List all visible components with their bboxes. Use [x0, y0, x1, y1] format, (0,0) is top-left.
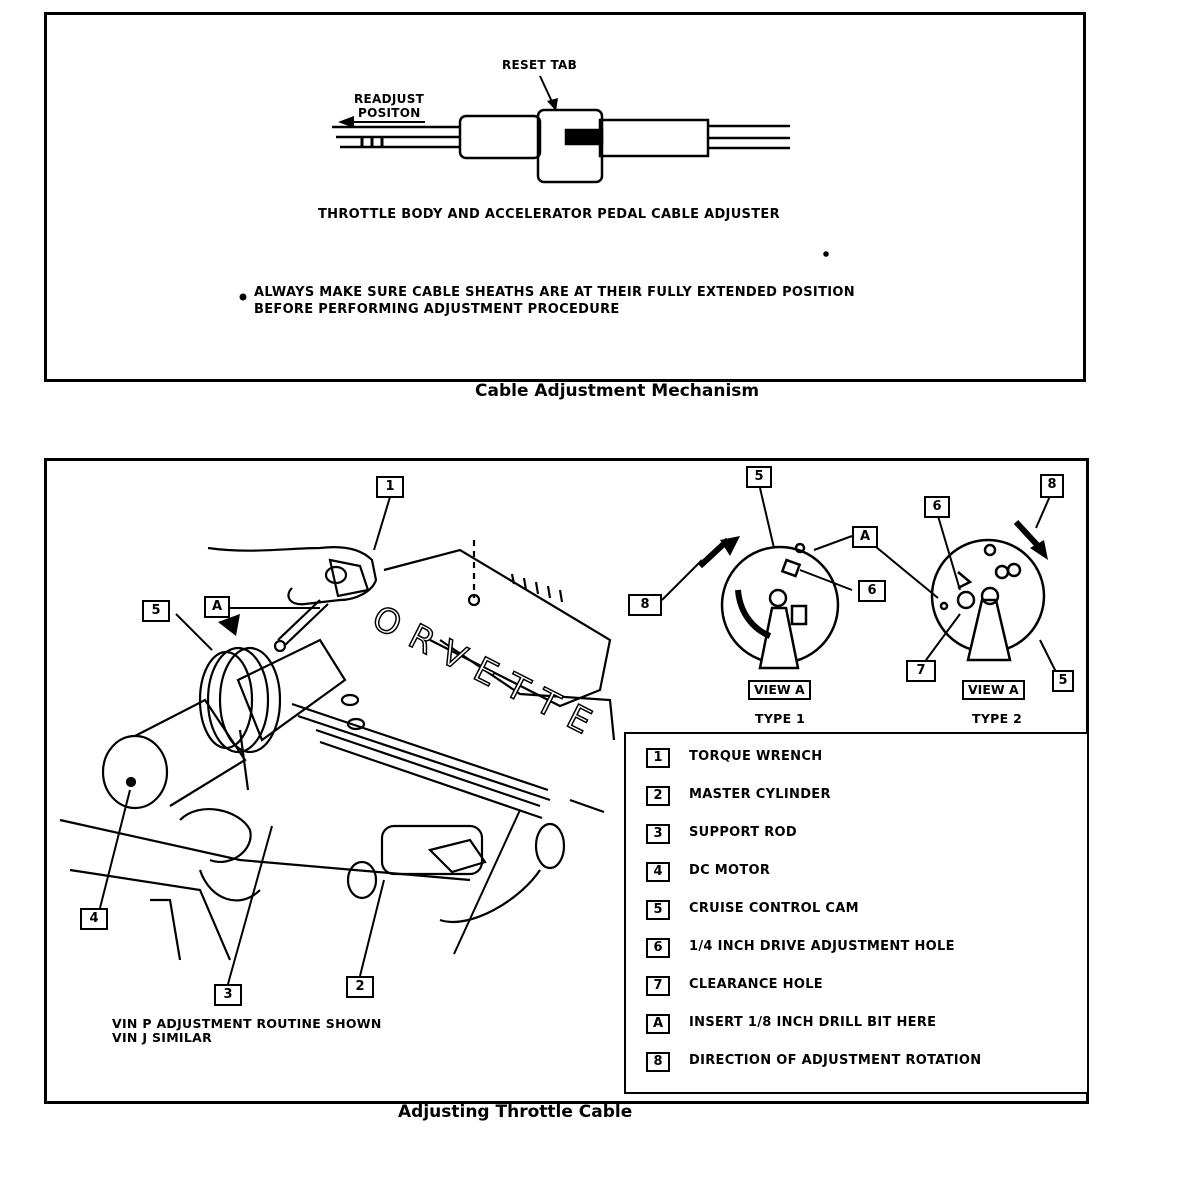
legend-desc: CRUISE CONTROL CAM	[689, 901, 859, 916]
callout-7-type2: 7	[906, 660, 936, 682]
cam-view-type2	[869, 495, 1057, 673]
readjust-position-label: POSITON	[358, 106, 421, 120]
legend-desc: DIRECTION OF ADJUSTMENT ROTATION	[689, 1053, 982, 1068]
callout-5-type1: 5	[746, 466, 772, 488]
top-caption: Cable Adjustment Mechanism	[475, 381, 760, 401]
view-a-type2: VIEW A	[962, 680, 1025, 700]
callout-8-type1: 8	[628, 594, 662, 616]
cable-adjuster-drawing	[239, 75, 829, 301]
sheath-note-line1: ALWAYS MAKE SURE CABLE SHEATHS ARE AT TH…	[254, 285, 855, 300]
cable-adjuster-panel	[44, 12, 1086, 382]
legend-desc: SUPPORT ROD	[689, 825, 797, 840]
parts-legend: 1 TORQUE WRENCH 2 MASTER CYLINDER 3 SUPP…	[624, 732, 1089, 1094]
callout-a: A	[204, 596, 230, 618]
legend-desc: MASTER CYLINDER	[689, 787, 831, 802]
callout-6-type1: 6	[858, 580, 886, 602]
callout-2: 2	[346, 976, 374, 998]
legend-key: A	[646, 1014, 670, 1034]
type2-label: TYPE 2	[972, 711, 1023, 726]
legend-desc: INSERT 1/8 INCH DRILL BIT HERE	[689, 1015, 937, 1030]
legend-key: 4	[646, 862, 670, 882]
legend-desc: DC MOTOR	[689, 863, 771, 878]
callout-3: 3	[214, 984, 242, 1006]
callout-8-type2: 8	[1040, 474, 1064, 498]
legend-key: 1	[646, 748, 670, 768]
callout-6-type2: 6	[924, 496, 950, 518]
legend-key: 5	[646, 900, 670, 920]
legend-desc: CLEARANCE HOLE	[689, 977, 823, 992]
sheath-note-line2: BEFORE PERFORMING ADJUSTMENT PROCEDURE	[254, 302, 620, 317]
legend-desc: 1/4 INCH DRIVE ADJUSTMENT HOLE	[689, 939, 955, 954]
legend-key: 2	[646, 786, 670, 806]
callout-a-cam: A	[852, 526, 878, 548]
callout-4: 4	[80, 908, 108, 930]
legend-key: 7	[646, 976, 670, 996]
callout-5: 5	[142, 600, 170, 622]
callout-1: 1	[376, 476, 404, 498]
legend-desc: TORQUE WRENCH	[689, 749, 823, 764]
cam-view-type1	[661, 487, 853, 670]
adjuster-title: THROTTLE BODY AND ACCELERATOR PEDAL CABL…	[318, 207, 780, 222]
type1-label: TYPE 1	[755, 711, 806, 726]
readjust-label: READJUST	[354, 92, 425, 106]
legend-key: 6	[646, 938, 670, 958]
callout-5-type2: 5	[1052, 670, 1074, 692]
legend-key: 8	[646, 1052, 670, 1072]
reset-tab-label: RESET TAB	[502, 58, 578, 72]
view-a-type1: VIEW A	[748, 680, 811, 700]
engine-illustration	[59, 496, 616, 985]
vin-note-line2: VIN J SIMILAR	[112, 1030, 213, 1045]
legend-key: 3	[646, 824, 670, 844]
vin-note-line1: VIN P ADJUSTMENT ROUTINE SHOWN	[112, 1016, 382, 1031]
bottom-caption: Adjusting Throttle Cable	[398, 1102, 633, 1122]
